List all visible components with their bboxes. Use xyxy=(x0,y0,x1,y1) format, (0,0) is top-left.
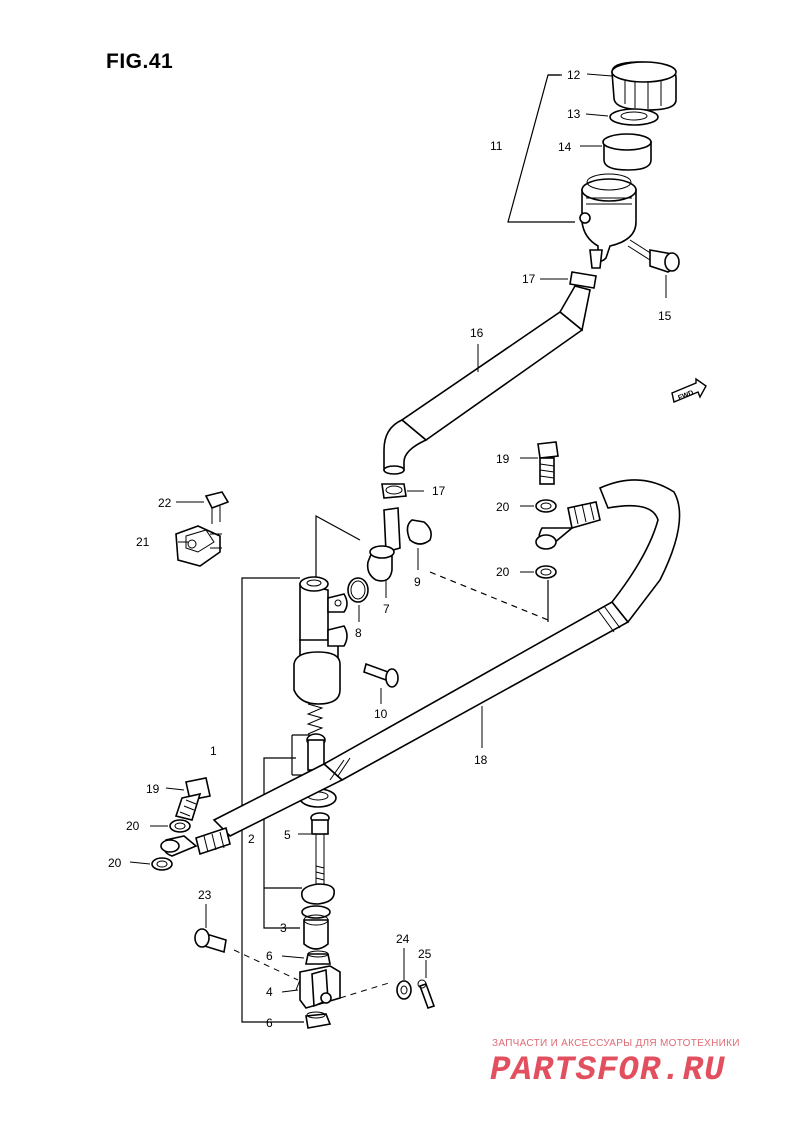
callout-12: 12 xyxy=(567,68,581,82)
hose-banjo-lower xyxy=(160,826,231,857)
reservoir-bolt xyxy=(627,239,680,298)
callout-11: 11 xyxy=(490,139,503,153)
callout-9: 9 xyxy=(414,575,421,589)
clevis-pin xyxy=(194,904,299,981)
group-2-bracket xyxy=(263,757,300,929)
leader-lines xyxy=(129,73,613,1023)
banjo-bolt-lower xyxy=(174,777,211,821)
callout-14: 14 xyxy=(558,140,572,154)
inlet-fitting xyxy=(366,507,401,598)
callout-6-upper: 6 xyxy=(266,949,273,963)
clevis xyxy=(295,965,341,1009)
callout-6-lower: 6 xyxy=(266,1016,273,1030)
callout-20-d: 20 xyxy=(108,856,122,870)
callout-20-b: 20 xyxy=(496,565,510,579)
callout-labels: 12 13 14 11 17 15 16 17 19 20 20 22 21 7… xyxy=(108,68,672,1030)
callout-17-upper: 17 xyxy=(522,272,536,286)
circlip-lower xyxy=(301,883,335,905)
callout-23: 23 xyxy=(198,888,212,902)
hose-clamp-lower xyxy=(381,483,424,499)
callout-15: 15 xyxy=(658,309,672,323)
callout-19-lower: 19 xyxy=(146,782,160,796)
callout-13: 13 xyxy=(567,107,581,121)
hose-clamp-upper xyxy=(540,271,597,289)
callout-20-c: 20 xyxy=(126,819,140,833)
figure-title: FIG.41 xyxy=(106,50,174,73)
cotter-pin xyxy=(417,960,436,1010)
bracket-bolt xyxy=(204,491,230,524)
group-1-bracket xyxy=(241,577,304,1023)
dust-boot xyxy=(301,905,331,950)
callout-8: 8 xyxy=(355,626,362,640)
forward-arrow-icon: FWD xyxy=(671,377,707,403)
sealing-washer-2 xyxy=(535,565,557,579)
o-ring xyxy=(347,577,369,622)
callout-7: 7 xyxy=(383,602,390,616)
callout-16: 16 xyxy=(470,326,484,340)
reservoir-cap xyxy=(611,61,677,111)
reservoir-diaphragm xyxy=(602,133,652,171)
watermark-tagline: ЗАПЧАСТИ И АКСЕССУАРЫ ДЛЯ МОТОТЕХНИКИ xyxy=(492,1038,740,1049)
diaphragm-plate xyxy=(609,108,659,126)
pin-washer xyxy=(339,948,412,1000)
callout-25: 25 xyxy=(418,947,432,961)
sealing-washer-1 xyxy=(535,499,557,513)
sealing-washer-4 xyxy=(151,857,173,871)
mounting-screw xyxy=(363,662,399,704)
lock-nut-lower xyxy=(305,1011,332,1029)
callout-18: 18 xyxy=(474,753,488,767)
callout-1: 1 xyxy=(210,744,217,758)
master-cylinder-body xyxy=(293,576,348,705)
push-rod xyxy=(298,812,330,887)
hose-banjo-upper xyxy=(535,501,601,550)
callout-19-upper: 19 xyxy=(496,452,510,466)
master-cylinder-bracket xyxy=(175,525,222,567)
forward-direction-badge: FWD xyxy=(670,377,710,412)
callout-22: 22 xyxy=(158,496,172,510)
lock-nut-upper xyxy=(305,950,331,965)
callout-20-a: 20 xyxy=(496,500,510,514)
circlip xyxy=(406,519,432,570)
callout-5: 5 xyxy=(284,828,291,842)
callout-4: 4 xyxy=(266,985,273,999)
reservoir-body xyxy=(579,173,637,269)
watermark-logo: PARTSFOR.RU xyxy=(490,1052,726,1090)
reservoir-hose xyxy=(383,285,591,475)
banjo-bolt-upper xyxy=(537,441,559,485)
callout-10: 10 xyxy=(374,707,388,721)
callout-3: 3 xyxy=(280,921,287,935)
sealing-washer-3 xyxy=(169,819,191,833)
callout-2: 2 xyxy=(248,832,255,846)
callout-17-lower: 17 xyxy=(432,484,446,498)
callout-24: 24 xyxy=(396,932,410,946)
clutch-hose xyxy=(212,479,681,837)
callout-21: 21 xyxy=(136,535,150,549)
